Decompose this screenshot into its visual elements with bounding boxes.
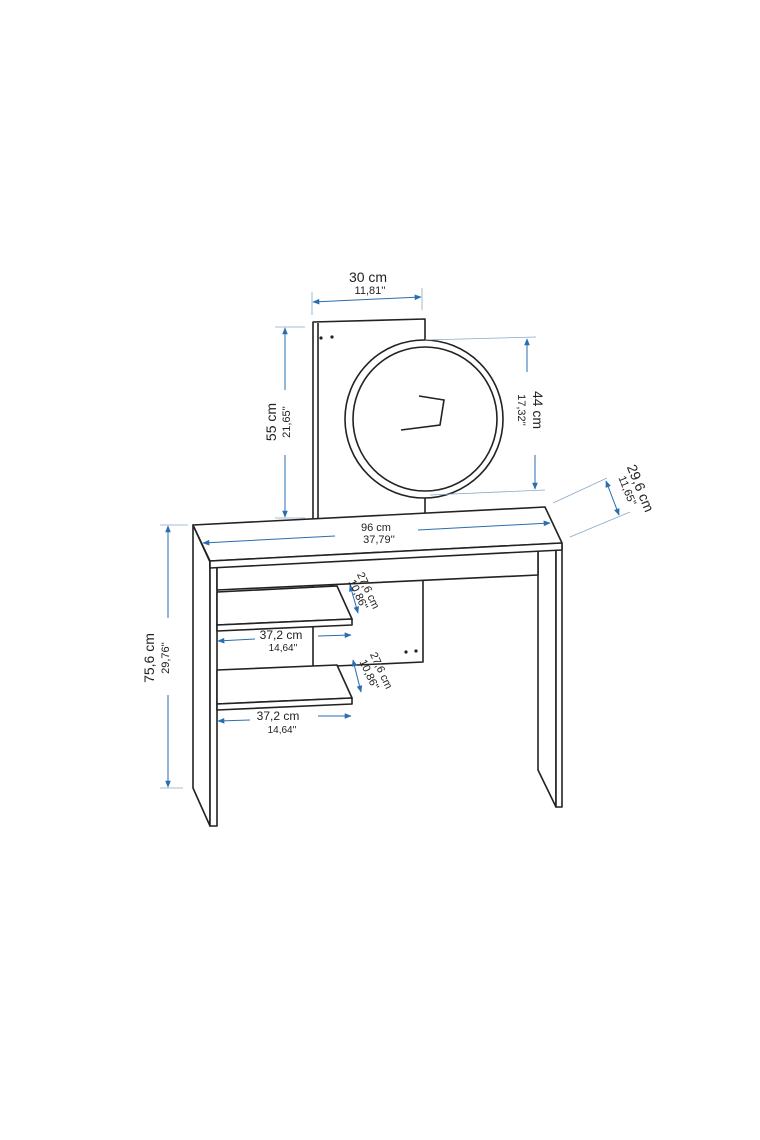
shelf-lower bbox=[216, 664, 353, 711]
svg-text:14,64'': 14,64'' bbox=[269, 643, 298, 654]
dimension-shelf2-width: 37,2 cm 14,64'' bbox=[217, 709, 352, 736]
dimension-panel-height: 55 cm 21,65'' bbox=[263, 326, 305, 519]
left-leg bbox=[192, 524, 218, 827]
dimension-width: 96 cm 37,79'' bbox=[202, 520, 551, 546]
svg-text:96 cm: 96 cm bbox=[361, 522, 391, 534]
svg-text:37,2 cm: 37,2 cm bbox=[260, 628, 303, 642]
svg-text:14,64'': 14,64'' bbox=[268, 725, 297, 736]
dimension-depth: 29,6 cm 11,65'' bbox=[552, 462, 657, 538]
tabletop bbox=[192, 506, 563, 569]
dimension-height: 75,6 cm 29,76'' bbox=[141, 524, 188, 789]
svg-text:11,81'': 11,81'' bbox=[355, 285, 386, 297]
svg-text:55 cm: 55 cm bbox=[263, 403, 279, 441]
svg-text:29,76'': 29,76'' bbox=[160, 642, 172, 674]
svg-text:17,32'': 17,32'' bbox=[515, 394, 527, 426]
right-leg bbox=[537, 544, 563, 808]
dimension-panel-width: 30 cm 11,81'' bbox=[311, 269, 423, 315]
shelf-upper bbox=[216, 585, 353, 632]
svg-text:37,79'': 37,79'' bbox=[363, 534, 395, 546]
svg-text:21,65'': 21,65'' bbox=[281, 406, 293, 438]
dimension-mirror-diameter: 44 cm 17,32'' bbox=[424, 336, 546, 496]
svg-text:75,6 cm: 75,6 cm bbox=[141, 633, 157, 683]
svg-text:44 cm: 44 cm bbox=[530, 391, 546, 429]
svg-text:37,2 cm: 37,2 cm bbox=[257, 709, 300, 723]
svg-text:30 cm: 30 cm bbox=[349, 269, 387, 285]
dimension-shelf1-width: 37,2 cm 14,64'' bbox=[217, 628, 352, 654]
round-mirror bbox=[344, 339, 504, 499]
